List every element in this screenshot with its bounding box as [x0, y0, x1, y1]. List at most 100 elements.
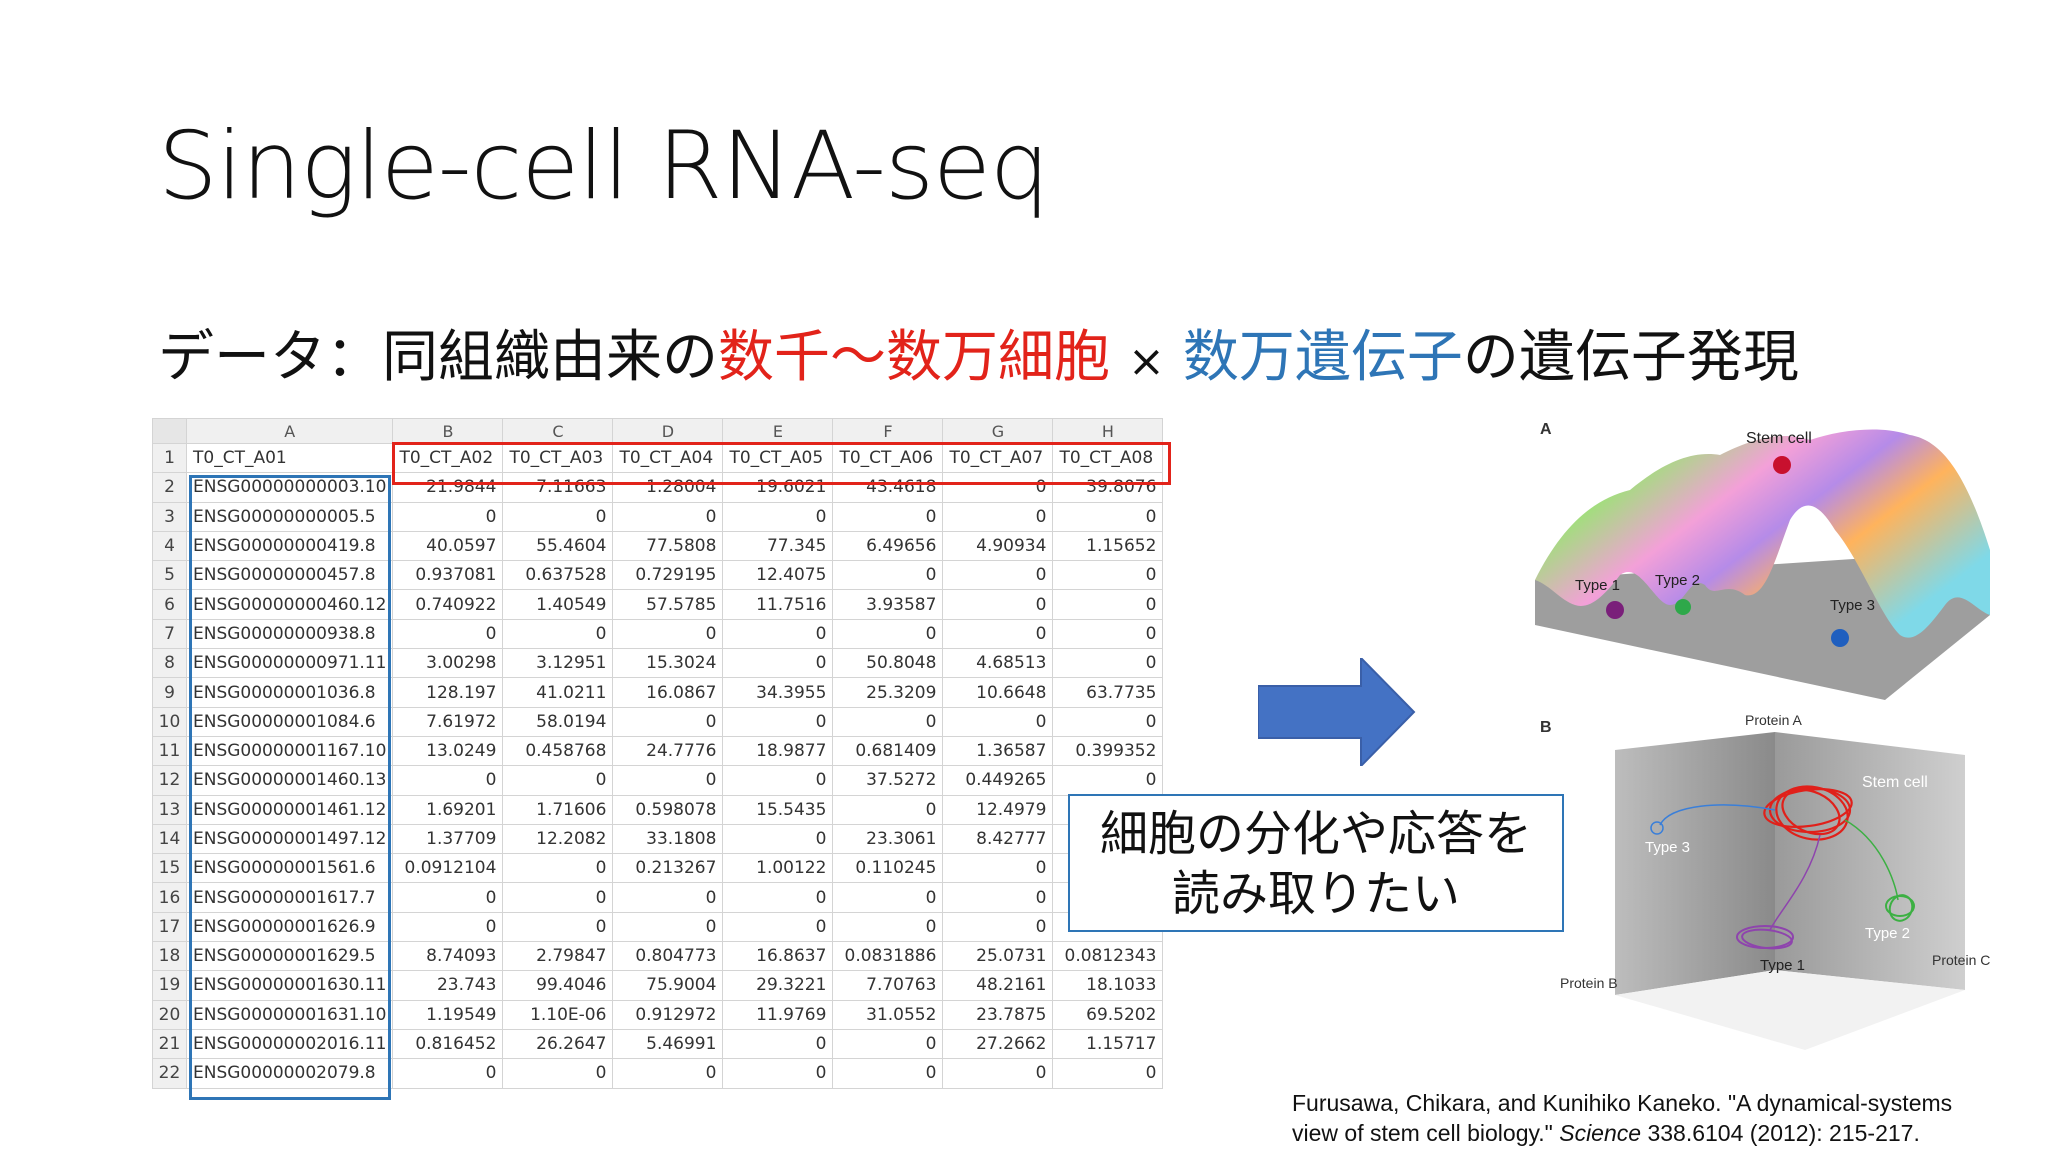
stem-cell-ball [1773, 456, 1791, 474]
expression-value-cell: 0 [502, 618, 614, 650]
gene-id-cell: ENSG00000002079.8 [185, 1058, 394, 1089]
gene-id-cell: ENSG00000001497.12 [185, 823, 394, 855]
cell-id-highlight-box [392, 442, 1171, 485]
expression-value-cell: 0 [612, 1058, 724, 1089]
type1-attractor [1736, 925, 1794, 950]
expression-value-cell: 1.71606 [502, 794, 614, 825]
row-number: 20 [152, 999, 187, 1030]
expression-value-cell: 29.3221 [722, 970, 834, 1001]
gene-id-cell: ENSG00000000005.5 [185, 501, 394, 532]
protein-a-label: Protein A [1745, 712, 1802, 728]
type1-ball [1606, 601, 1624, 619]
expression-value-cell: 0 [502, 853, 614, 884]
panel-a-label: A [1540, 421, 1552, 438]
expression-value-cell: 0 [612, 618, 724, 650]
expression-value-cell: 0 [392, 882, 504, 913]
expression-value-cell: 0 [502, 501, 614, 532]
type2-ball [1675, 599, 1691, 615]
column-header-G: G [942, 418, 1054, 444]
expression-value-cell: 75.9004 [612, 970, 724, 1001]
expression-value-cell: 3.93587 [832, 589, 944, 620]
expression-value-cell: 23.743 [392, 970, 504, 1001]
expression-value-cell: 11.7516 [722, 589, 834, 620]
subtitle-suffix: の遺伝子発現 [1462, 325, 1799, 390]
row-number: 3 [152, 501, 187, 532]
type3-label-b: Type 3 [1645, 839, 1690, 856]
expression-value-cell: 0 [832, 501, 944, 532]
expression-value-cell: 0 [722, 501, 834, 532]
expression-value-cell: 8.74093 [392, 941, 504, 972]
expression-value-cell: 0 [502, 1058, 614, 1089]
row-number: 6 [152, 589, 187, 620]
stem-cell-label-a: Stem cell [1746, 430, 1812, 447]
citation-journal: Science [1559, 1120, 1642, 1146]
row-number: 4 [152, 530, 187, 562]
expression-value-cell: 0 [832, 1058, 944, 1089]
expression-value-cell: 0.740922 [392, 589, 504, 620]
row-number: 5 [152, 560, 187, 591]
cell-id-header: T0_CT_A06 [832, 442, 944, 474]
protein-c-label: Protein C [1932, 952, 1990, 968]
type3-attractor [1650, 821, 1664, 835]
expression-value-cell: 0.0831886 [832, 941, 944, 972]
expression-value-cell: 27.2662 [942, 1028, 1054, 1060]
expression-value-cell: 0.804773 [612, 941, 724, 972]
type2-label-b: Type 2 [1865, 925, 1910, 942]
column-header-D: D [612, 418, 724, 444]
corner-cell [152, 418, 187, 444]
gene-id-cell: ENSG00000002016.11 [185, 1028, 394, 1060]
waddington-landscape-figure: A Stem cell Type 1 Type 2 Type 3 B Prote… [1535, 421, 1990, 1050]
expression-value-cell: 0.449265 [942, 765, 1054, 796]
expression-value-cell: 0 [502, 882, 614, 913]
slide-subtitle: データ：同組織由来の数千〜数万細胞×数万遺伝子の遺伝子発現 [158, 312, 1799, 393]
expression-value-cell: 0.213267 [612, 853, 724, 884]
citation-line-2-post: 338.6104 (2012): 215-217. [1641, 1120, 1920, 1146]
type2-label-a: Type 2 [1655, 572, 1700, 589]
expression-value-cell: 0.681409 [832, 735, 944, 767]
expression-value-cell: 0 [612, 706, 724, 737]
column-header-A: A [185, 418, 394, 444]
column-header-B: B [392, 418, 504, 444]
expression-value-cell: 13.0249 [392, 735, 504, 767]
expression-value-cell: 58.0194 [502, 706, 614, 737]
row-number: 9 [152, 677, 187, 708]
expression-value-cell: 0.912972 [612, 999, 724, 1030]
expression-value-cell: 0 [722, 1028, 834, 1060]
subtitle-genes: 数万遺伝子 [1182, 325, 1463, 390]
expression-value-cell: 0 [392, 618, 504, 650]
expression-value-cell: 4.68513 [942, 648, 1054, 679]
expression-value-cell: 0 [942, 1058, 1054, 1089]
expression-value-cell: 0.399352 [1052, 735, 1164, 767]
expression-value-cell: 0 [942, 472, 1054, 503]
expression-value-cell: 0 [832, 618, 944, 650]
expression-value-cell: 0 [1052, 1058, 1164, 1089]
expression-value-cell: 8.42777 [942, 823, 1054, 855]
gene-id-highlight-box [189, 475, 391, 1100]
expression-value-cell: 24.7776 [612, 735, 724, 767]
gene-id-cell: ENSG00000001084.6 [185, 706, 394, 737]
expression-value-cell: 34.3955 [722, 677, 834, 708]
expression-value-cell: 0 [612, 501, 724, 532]
expression-value-cell: 0 [392, 911, 504, 943]
expression-value-cell: 18.1033 [1052, 970, 1164, 1001]
expression-value-cell: 2.79847 [502, 941, 614, 972]
expression-value-cell: 0 [942, 882, 1054, 913]
type1-label-a: Type 1 [1575, 577, 1620, 594]
row-number: 2 [152, 472, 187, 503]
expression-value-cell: 1.40549 [502, 589, 614, 620]
slide-title: Single-cell RNA-seq [158, 112, 1050, 221]
gene-id-cell: ENSG00000001461.12 [185, 794, 394, 825]
expression-value-cell: 57.5785 [612, 589, 724, 620]
expression-value-cell: 12.4979 [942, 794, 1054, 825]
expression-value-cell: 63.7735 [1052, 677, 1164, 708]
gene-id-cell: ENSG00000001630.11 [185, 970, 394, 1001]
expression-value-cell: 0 [832, 794, 944, 825]
row-number: 16 [152, 882, 187, 913]
expression-value-cell: 0.110245 [832, 853, 944, 884]
